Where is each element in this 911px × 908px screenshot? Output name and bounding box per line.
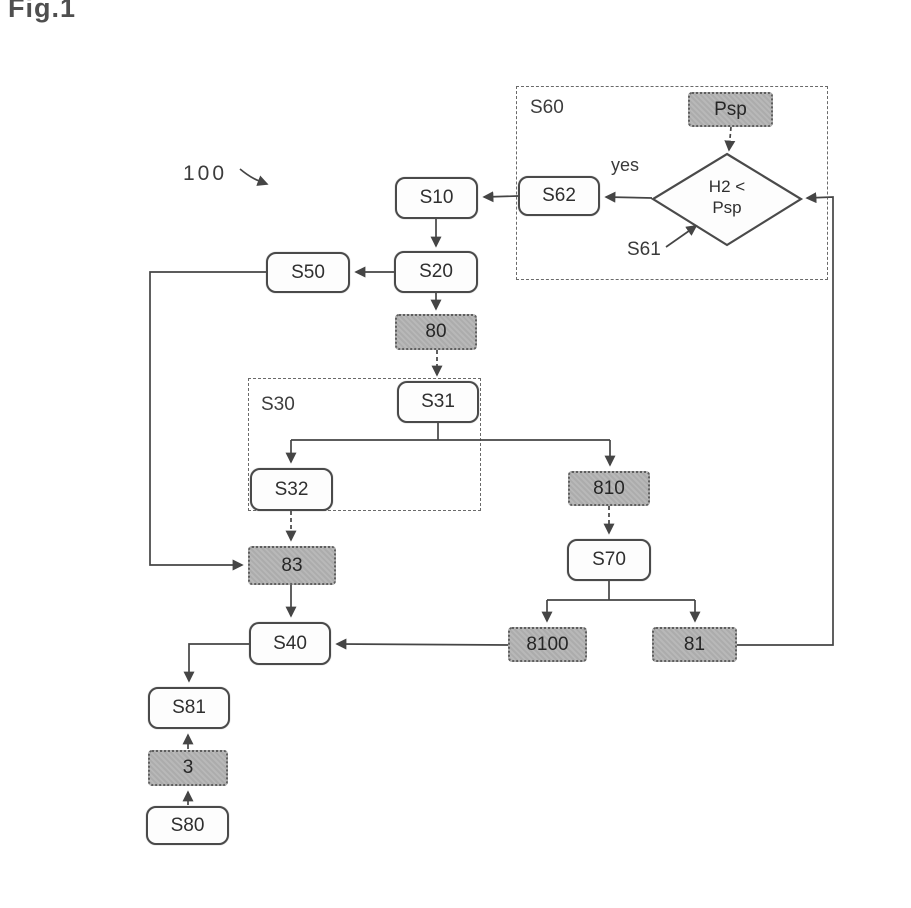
node-810: 810 xyxy=(568,471,650,506)
node-8100: 8100 xyxy=(508,627,587,662)
reference-number-100: 100 xyxy=(183,162,228,185)
node-80: 80 xyxy=(395,314,477,350)
group-label-s60: S60 xyxy=(530,97,564,118)
decision-line2: Psp xyxy=(712,198,742,217)
group-label-s30: S30 xyxy=(261,394,295,415)
pointer-label-s61: S61 xyxy=(627,239,661,260)
node-s40: S40 xyxy=(249,622,331,665)
edge-8100-s40 xyxy=(335,638,509,650)
node-s50: S50 xyxy=(266,252,350,293)
decision-line1: H2 < xyxy=(708,177,746,196)
edge-s40-s81 xyxy=(183,643,249,683)
edge-s62-s10 xyxy=(482,191,519,203)
node-s10: S10 xyxy=(395,177,478,219)
node-s32: S32 xyxy=(250,468,333,511)
edge-81-decision-feedback xyxy=(737,192,834,646)
group-box-s60 xyxy=(516,86,828,280)
node-s31: S31 xyxy=(397,381,479,423)
node-s62: S62 xyxy=(518,176,600,216)
node-3: 3 xyxy=(148,750,228,786)
edge-s61-pointer xyxy=(665,225,698,248)
node-83: 83 xyxy=(248,546,336,585)
ref-100-pointer xyxy=(239,168,269,186)
branch-label-yes: yes xyxy=(611,155,640,175)
node-s81: S81 xyxy=(148,687,230,729)
decision-diamond xyxy=(650,152,804,247)
node-decision-h2-psp: H2 < Psp xyxy=(667,176,787,218)
node-s70: S70 xyxy=(567,539,651,581)
edge-decision-s62 xyxy=(604,191,653,203)
node-s80: S80 xyxy=(146,806,229,845)
group-box-s30 xyxy=(248,378,481,511)
node-psp: Psp xyxy=(688,92,773,127)
figure-title: Fig.1 xyxy=(8,0,77,23)
edge-s50-83 xyxy=(149,271,266,571)
node-81: 81 xyxy=(652,627,737,662)
edge-psp-decision xyxy=(724,126,736,152)
node-s20: S20 xyxy=(394,251,478,293)
